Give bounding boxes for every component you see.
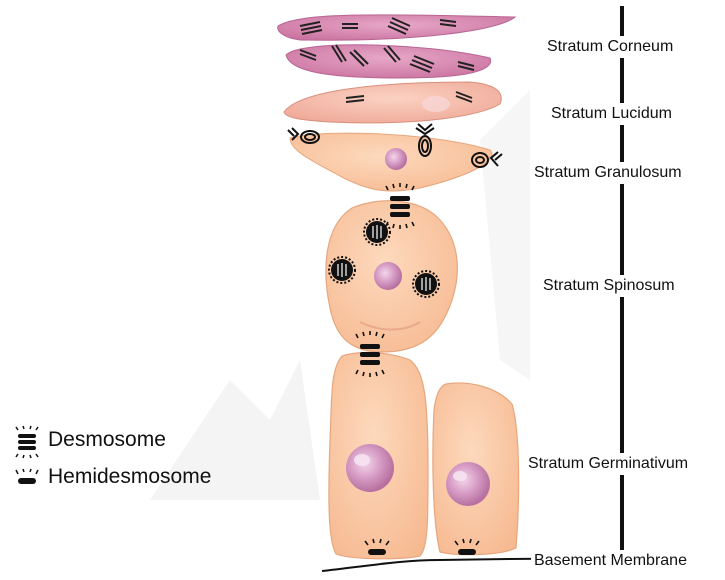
label-stratum-spinosum: Stratum Spinosum	[540, 275, 678, 297]
legend-item-hemidesmosome: Hemidesmosome	[48, 465, 211, 489]
desmosome-icon	[355, 331, 385, 377]
tight-junction-icon	[471, 151, 503, 168]
label-stratum-germinativum: Stratum Germinativum	[525, 453, 692, 475]
tight-junction-icon	[415, 123, 435, 157]
spinosum-cell	[325, 200, 458, 353]
label-stratum-lucidum: Stratum Lucidum	[548, 103, 675, 125]
label-basement-membrane: Basement Membrane	[531, 550, 690, 572]
corneum-cell	[285, 44, 492, 79]
nucleus	[374, 262, 402, 290]
tight-junction-icon	[287, 127, 320, 144]
legend-hemidesmosome-icon	[15, 468, 39, 484]
hemidesmosome-icon	[454, 538, 480, 555]
background-shadow	[150, 360, 320, 500]
desmosome-icon	[328, 256, 356, 284]
legend-desmosome-icon	[15, 425, 39, 459]
desmosome-icon	[412, 270, 440, 298]
label-stratum-corneum: Stratum Corneum	[544, 36, 677, 58]
background-shadow	[480, 90, 530, 380]
desmosome-icon	[385, 183, 415, 229]
germinativum-cell	[432, 382, 520, 556]
legend-desmosome-label: Desmosome	[48, 428, 166, 451]
legend-hemidesmosome-label: Hemidesmosome	[48, 465, 212, 488]
granulosum-cell	[289, 132, 493, 192]
nucleus	[385, 148, 407, 170]
lucidum-cell	[283, 81, 502, 124]
label-stratum-granulosum: Stratum Granulosum	[531, 162, 685, 184]
desmosome-icon	[363, 218, 391, 246]
nucleus	[346, 444, 394, 492]
corneum-cell	[277, 14, 517, 41]
legend-item-desmosome: Desmosome	[48, 428, 166, 452]
nucleus	[446, 462, 490, 506]
hemidesmosome-icon	[364, 538, 390, 555]
germinativum-cell	[328, 351, 429, 560]
